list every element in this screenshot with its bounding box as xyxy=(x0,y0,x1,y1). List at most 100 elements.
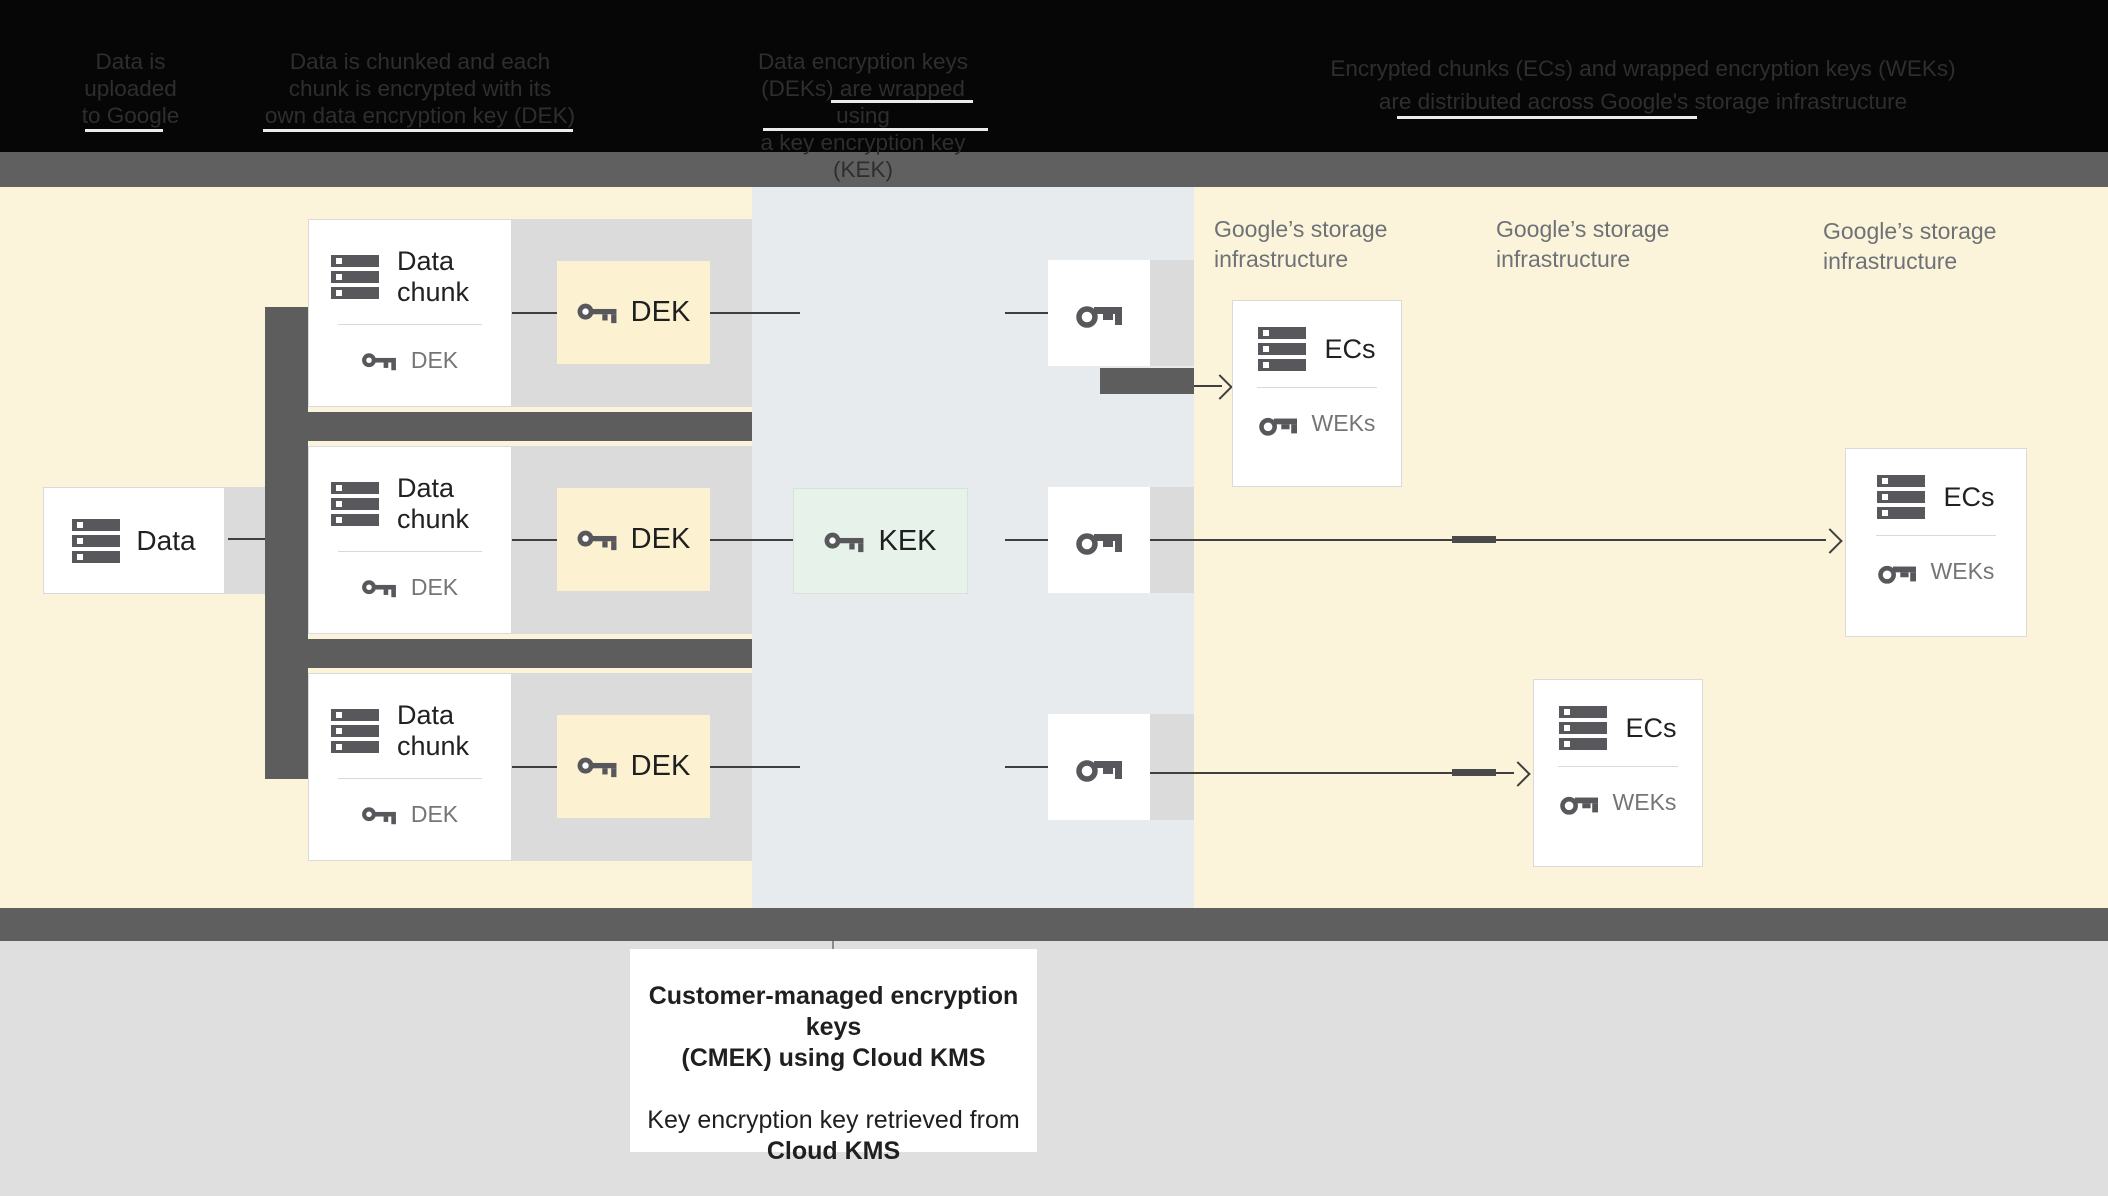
header-text: (DEKs) are wrapped using xyxy=(761,76,965,128)
key-icon xyxy=(577,528,617,551)
ec-card: ECs WEKs xyxy=(1845,448,2027,637)
storage-label-line: Google’s storage xyxy=(1496,216,1670,242)
server-stack-icon xyxy=(331,255,379,299)
thick-line-segment xyxy=(1452,536,1496,543)
connector-line xyxy=(228,538,265,540)
storage-label-line: infrastructure xyxy=(1214,246,1349,272)
server-stack-icon xyxy=(331,709,379,753)
server-stack-icon xyxy=(72,519,120,563)
server-stack-icon xyxy=(1559,706,1607,750)
ec-card: ECs WEKs xyxy=(1533,679,1703,867)
data-card-label: Data xyxy=(136,525,196,556)
header-text: Encrypted chunks (ECs) and wrapped encry… xyxy=(1330,56,1956,81)
header-col-chunked: Data is chunked and each chunk is encryp… xyxy=(258,48,582,129)
footer-area xyxy=(0,941,2108,1196)
card-divider xyxy=(1257,387,1377,388)
header-text: chunk is encrypted with its xyxy=(288,76,552,101)
connector-line xyxy=(710,539,793,541)
kek-label: KEK xyxy=(878,524,937,557)
dek-label: DEK xyxy=(630,523,691,555)
header-text: a key encryption key (KEK) xyxy=(760,130,966,182)
dek-label: DEK xyxy=(630,750,691,782)
header-text: Data is chunked and each xyxy=(289,49,551,74)
ec-weks-label: WEKs xyxy=(1930,558,1995,584)
caption-body-line: Cloud KMS xyxy=(766,1137,901,1165)
chunk-title: Data chunk xyxy=(397,246,470,307)
trunk-connector xyxy=(265,307,308,779)
wrapped-key-icon xyxy=(1076,751,1122,783)
caption-title-line: (CMEK) using Cloud KMS xyxy=(681,1044,986,1072)
data-connector-strip xyxy=(225,487,265,594)
header-text: to Google xyxy=(81,103,180,128)
top-separator-band xyxy=(0,152,2108,187)
card-divider xyxy=(338,324,482,325)
key-icon xyxy=(577,301,617,324)
dek-box: DEK xyxy=(557,488,710,591)
ec-title: ECs xyxy=(1324,333,1376,364)
connector-line xyxy=(512,766,557,768)
caption-box: Customer-managed encryption keys (CMEK) … xyxy=(630,949,1037,1165)
dek-box: DEK xyxy=(557,261,710,364)
key-icon xyxy=(362,578,396,598)
header-underline xyxy=(85,129,163,132)
keysquare-strip xyxy=(1150,260,1194,366)
storage-infrastructure-label: Google’s storage infrastructure xyxy=(1214,214,1464,274)
key-icon xyxy=(824,530,864,553)
header-text: Data encryption keys xyxy=(757,49,969,74)
ec-weks-label: WEKs xyxy=(1311,410,1376,436)
wrapped-key-icon xyxy=(1076,524,1122,556)
caption-connector-tick xyxy=(832,941,834,949)
header-col-distributed: Encrypted chunks (ECs) and wrapped encry… xyxy=(1318,52,1968,118)
header-text: uploaded xyxy=(84,76,177,101)
kek-box: KEK xyxy=(793,488,968,594)
key-icon xyxy=(362,805,396,825)
ec-title: ECs xyxy=(1943,481,1995,512)
header-underline xyxy=(831,100,973,103)
wrapped-key-box xyxy=(1048,260,1150,366)
wrapped-key-icon xyxy=(1878,558,1916,585)
storage-label-line: Google’s storage xyxy=(1214,216,1388,242)
connector-line xyxy=(710,766,800,768)
header-underline xyxy=(263,129,573,132)
wrapped-key-box xyxy=(1048,487,1150,593)
data-chunk-card: Data chunk DEK xyxy=(308,446,512,634)
ec-title: ECs xyxy=(1625,712,1677,743)
storage-label-line: infrastructure xyxy=(1823,248,1958,274)
header-text: Data is xyxy=(95,49,166,74)
card-divider xyxy=(338,551,482,552)
dek-label: DEK xyxy=(630,296,691,328)
wrapped-key-box xyxy=(1048,714,1150,820)
header-underline xyxy=(763,128,988,131)
wrapped-key-icon xyxy=(1560,789,1598,816)
connector-line xyxy=(1005,766,1048,768)
storage-label-line: Google’s storage xyxy=(1823,218,1997,244)
chunk-dek-label: DEK xyxy=(410,347,459,373)
header-underline xyxy=(1397,116,1697,119)
caption-spacer xyxy=(630,1074,1037,1105)
chunk-dek-label: DEK xyxy=(410,574,459,600)
header-text: own data encryption key (DEK) xyxy=(264,103,576,128)
ec-card: ECs WEKs xyxy=(1232,300,1402,487)
connector-line xyxy=(710,312,800,314)
storage-infrastructure-label: Google’s storage infrastructure xyxy=(1496,214,1746,274)
chunk-dek-label: DEK xyxy=(410,801,459,827)
caption-body-line: Key encryption key retrieved from xyxy=(647,1106,1020,1134)
ec-weks-label: WEKs xyxy=(1612,789,1677,815)
wrapped-key-icon xyxy=(1259,410,1297,437)
card-divider xyxy=(1876,535,1996,536)
connector-line xyxy=(512,539,557,541)
connector-line xyxy=(512,312,557,314)
thick-connector xyxy=(1100,368,1194,394)
caption-title-line: Customer-managed encryption keys xyxy=(648,982,1019,1041)
header-text: are distributed across Google's storage … xyxy=(1378,89,1908,114)
wrapped-key-icon xyxy=(1076,297,1122,329)
bottom-separator-band xyxy=(0,908,2108,941)
connector-line xyxy=(1005,539,1048,541)
keysquare-strip xyxy=(1150,714,1194,820)
storage-infrastructure-label: Google’s storage infrastructure xyxy=(1823,216,2073,276)
thick-line-segment xyxy=(1452,769,1496,776)
header-col-upload: Data is uploaded to Google xyxy=(48,48,213,129)
card-divider xyxy=(1558,766,1678,767)
dek-box: DEK xyxy=(557,715,710,818)
chunk-title: Data chunk xyxy=(397,700,470,761)
